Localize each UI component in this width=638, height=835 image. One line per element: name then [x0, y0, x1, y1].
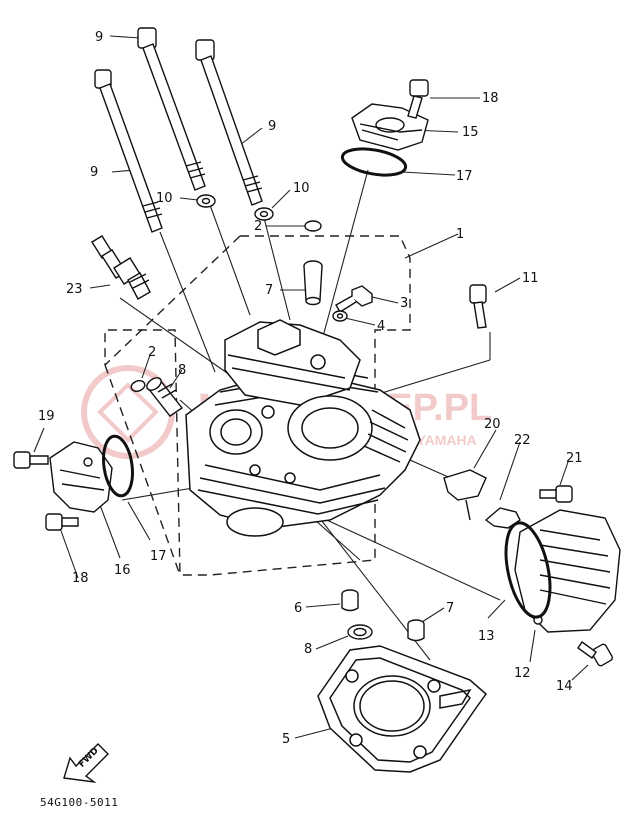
- assembly-boundary: [104, 235, 411, 576]
- callout-6: 5: [282, 732, 290, 747]
- bracket-20: [443, 469, 487, 521]
- bolt-11: [469, 284, 487, 329]
- callout-11: 11: [522, 271, 539, 286]
- callout-2-left: 2: [148, 345, 156, 360]
- clip-2-upper: [304, 220, 322, 232]
- clip-2-left: [130, 380, 146, 392]
- callout-7-right: 7: [446, 601, 454, 616]
- washer-4: [332, 310, 348, 322]
- valve-guide-5-left: [146, 377, 184, 417]
- tappet-cover-right: [514, 509, 621, 633]
- callout-23: 23: [66, 282, 83, 297]
- head-bolt-9-b: [195, 39, 263, 206]
- callout-13: 13: [478, 629, 495, 644]
- o-ring-13: [504, 521, 552, 619]
- drawing-code: 54G100-5011: [40, 796, 118, 809]
- bolt-3: [335, 285, 373, 313]
- callout-14: 14: [556, 679, 573, 694]
- bolt-18-top: [407, 79, 429, 119]
- valve-guide-5-upper: [303, 260, 323, 306]
- o-ring-17-left: [102, 434, 134, 498]
- callout-5-upper: 7: [265, 283, 273, 298]
- forward-arrow-icon: FWD: [63, 743, 109, 784]
- callout-17-left: 17: [150, 549, 167, 564]
- callout-22: 22: [514, 433, 531, 448]
- head-bolt-9-c: [94, 69, 163, 233]
- callout-1: 1: [456, 227, 464, 242]
- o-ring-17-top: [340, 147, 408, 177]
- callout-2-upper: 2: [254, 219, 262, 234]
- spark-plug: [91, 235, 151, 300]
- leader-lines: [33, 35, 589, 739]
- callout-8: 8: [304, 642, 312, 657]
- callout-18-top: 18: [482, 91, 499, 106]
- callout-4: 4: [377, 319, 385, 334]
- clamp-22: [484, 507, 521, 529]
- head-bolt-9-a: [137, 27, 206, 191]
- bolt-19: [13, 451, 49, 469]
- tappet-cover-left: [49, 441, 113, 513]
- washer-10-b: [254, 207, 274, 221]
- dowel-pin-7-right: [407, 619, 425, 642]
- washer-10-a: [196, 194, 216, 208]
- callout-16: 16: [114, 563, 131, 578]
- dowel-pin-7-left: [341, 589, 359, 612]
- bolt-21: [539, 485, 573, 503]
- callout-9-c: 9: [90, 165, 98, 180]
- callout-19: 19: [38, 409, 55, 424]
- head-gasket: [317, 645, 488, 773]
- callout-10-b: 10: [293, 181, 310, 196]
- callout-7-left: 6: [294, 601, 302, 616]
- callout-15: 15: [462, 125, 479, 140]
- callout-5-left: 8: [178, 363, 186, 378]
- callout-20: 20: [484, 417, 501, 432]
- callout-17-top: 17: [456, 169, 473, 184]
- callout-9-b: 9: [268, 119, 276, 134]
- callout-10-a: 10: [156, 191, 173, 206]
- callout-21: 21: [566, 451, 583, 466]
- callout-3: 3: [400, 296, 408, 311]
- callout-18-left: 18: [72, 571, 89, 586]
- callout-9-a: 9: [95, 30, 103, 45]
- cylinder-head: [185, 319, 421, 537]
- callout-12: 12: [514, 666, 531, 681]
- bolt-14: [577, 641, 614, 667]
- callout-labels: 9 9 9 10 10 2 7 3 4 1 11 18 15 17 23 2 8…: [38, 30, 583, 747]
- o-ring-8: [347, 624, 373, 640]
- bolt-18-left: [45, 513, 79, 531]
